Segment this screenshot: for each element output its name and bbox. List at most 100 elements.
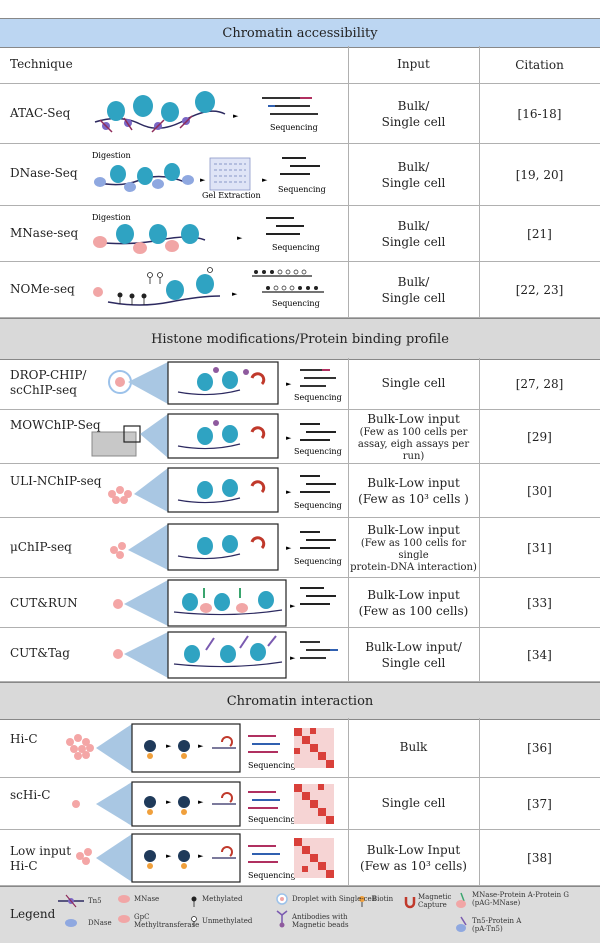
legend-methylated: Methylated	[202, 895, 243, 903]
sequencing-label: Sequencing	[270, 123, 318, 132]
gpc-icon	[118, 915, 130, 923]
svg-text:►: ►	[286, 434, 292, 442]
citation: [34]	[527, 647, 552, 662]
header-citation: Citation	[515, 57, 564, 72]
svg-text:Sequencing: Sequencing	[294, 557, 342, 566]
mnase-icon	[118, 895, 130, 903]
citation: [27, 28]	[515, 376, 564, 391]
svg-text:Digestion: Digestion	[92, 151, 131, 160]
legend-dnase: DNase	[88, 919, 112, 927]
technique-name: Hi-C	[10, 732, 38, 746]
technique-name: ATAC-Seq	[10, 106, 71, 120]
nome-seq-illustration: ► Sequencing	[93, 267, 324, 308]
technique-name: μChIP-seq	[10, 540, 72, 554]
svg-text:Sequencing: Sequencing	[294, 393, 342, 402]
hi-c-illustration: ►► Sequencing	[66, 723, 334, 773]
legend-unmethylated: Unmethylated	[202, 917, 253, 925]
technique-name: MNase-seq	[10, 226, 79, 240]
dnase-icon	[65, 919, 77, 927]
droplet-icon	[276, 893, 288, 905]
svg-text:►: ►	[286, 488, 292, 496]
svg-text:►: ►	[290, 654, 296, 662]
muchip-illustration: ► Sequencing	[110, 523, 342, 571]
tn5-icon	[58, 894, 84, 908]
svg-text:►: ►	[290, 602, 296, 610]
methylated-icon	[191, 896, 197, 907]
svg-text:►: ►	[166, 798, 172, 806]
unmethylated-icon	[191, 916, 197, 927]
legend-mnase: MNase	[134, 895, 160, 903]
svg-text:Sequencing: Sequencing	[294, 501, 342, 510]
legend-title: Legend	[10, 907, 56, 921]
table-row: ULI-NChIP-seq ► Sequencing Bulk-Low inpu…	[0, 464, 600, 518]
citation: [29]	[527, 429, 552, 444]
citation: [16-18]	[517, 106, 562, 121]
biotin-icon	[359, 896, 365, 907]
svg-text:Sequencing: Sequencing	[248, 815, 296, 824]
header-input: Input	[348, 46, 480, 83]
svg-text:►: ►	[166, 852, 172, 860]
citation: [21]	[527, 226, 552, 241]
table-row: Hi-C ►► Sequencing Bulk [36]	[0, 718, 600, 778]
svg-text:Sequencing: Sequencing	[294, 447, 342, 456]
magnet-icon	[404, 897, 416, 909]
section-title: Chromatin interaction	[226, 693, 374, 709]
table-row: MNase-seq Digestion ► Sequencing Bulk/Si…	[0, 206, 600, 262]
section-title: Chromatin accessibility	[222, 25, 378, 41]
citation: [19, 20]	[515, 167, 564, 182]
cut-and-run-illustration: ►	[113, 579, 336, 627]
svg-text:►: ►	[166, 742, 172, 750]
legend-icons	[58, 892, 467, 932]
svg-text:►: ►	[286, 380, 292, 388]
table-row: NOMe-seq ► Sequencing Bulk/Single cell […	[0, 262, 600, 318]
technique-name: DNase-Seq	[10, 166, 78, 180]
svg-text:►: ►	[198, 742, 204, 750]
table-row: DNase-Seq Digestion ► Gel Extraction ► S…	[0, 144, 600, 206]
svg-text:Digestion: Digestion	[92, 213, 131, 222]
legend-tn5: Tn5	[88, 897, 102, 905]
citation: [22, 23]	[515, 282, 564, 297]
citation: [30]	[527, 483, 552, 498]
section-chromatin-interaction: Chromatin interaction	[0, 682, 600, 720]
technique-name: MOWChIP-Seq	[10, 418, 101, 432]
section-title: Histone modifications/Protein binding pr…	[151, 331, 449, 347]
mowchip-illustration: ► Sequencing	[91, 413, 342, 459]
drop-chip-illustration: ► Sequencing	[108, 361, 342, 405]
citation: [37]	[527, 796, 552, 811]
citation: [31]	[527, 540, 552, 555]
table-header: Technique Input Citation	[0, 46, 600, 84]
pa-tn5-icon	[456, 916, 467, 932]
legend-biotin: Biotin	[372, 895, 394, 903]
low-input-hi-c-illustration: ►► Sequencing	[76, 833, 334, 883]
section-histone-modifications: Histone modifications/Protein binding pr…	[0, 318, 600, 360]
svg-text:►: ►	[232, 290, 238, 298]
svg-text:Sequencing: Sequencing	[272, 243, 320, 252]
svg-text:Sequencing: Sequencing	[272, 299, 320, 308]
svg-text:►: ►	[262, 176, 268, 184]
citation: [36]	[527, 740, 552, 755]
header-technique: Technique	[10, 57, 73, 71]
table-row: DROP-CHIP/scChIP-seq ► Sequencing Single…	[0, 358, 600, 410]
table-row: ATAC-Seq ► Sequenci	[0, 84, 600, 144]
svg-text:Gel Extraction: Gel Extraction	[202, 191, 261, 200]
svg-text:►: ►	[198, 852, 204, 860]
uli-nchip-illustration: ► Sequencing	[108, 467, 342, 513]
dnase-seq-illustration: Digestion ► Gel Extraction ► Sequencing	[92, 151, 326, 200]
citation: [33]	[527, 595, 552, 610]
svg-text:►: ►	[237, 234, 243, 242]
legend-droplet: Droplet with Single-cell	[292, 895, 377, 903]
antibodies-icon	[276, 910, 288, 928]
pag-mnase-icon	[456, 892, 466, 908]
technique-name: CUT&Tag	[10, 646, 70, 660]
svg-text:►: ►	[286, 544, 292, 552]
schi-c-illustration: ►► Sequencing	[72, 781, 334, 827]
technique-name: ULI-NChIP-seq	[10, 474, 102, 488]
legend-pa-tn5: Tn5-Protein A(pA-Tn5)	[472, 917, 522, 933]
svg-text:►: ►	[200, 176, 206, 184]
technique-name: scHi-C	[10, 788, 51, 802]
section-chromatin-accessibility: Chromatin accessibility	[0, 18, 600, 48]
